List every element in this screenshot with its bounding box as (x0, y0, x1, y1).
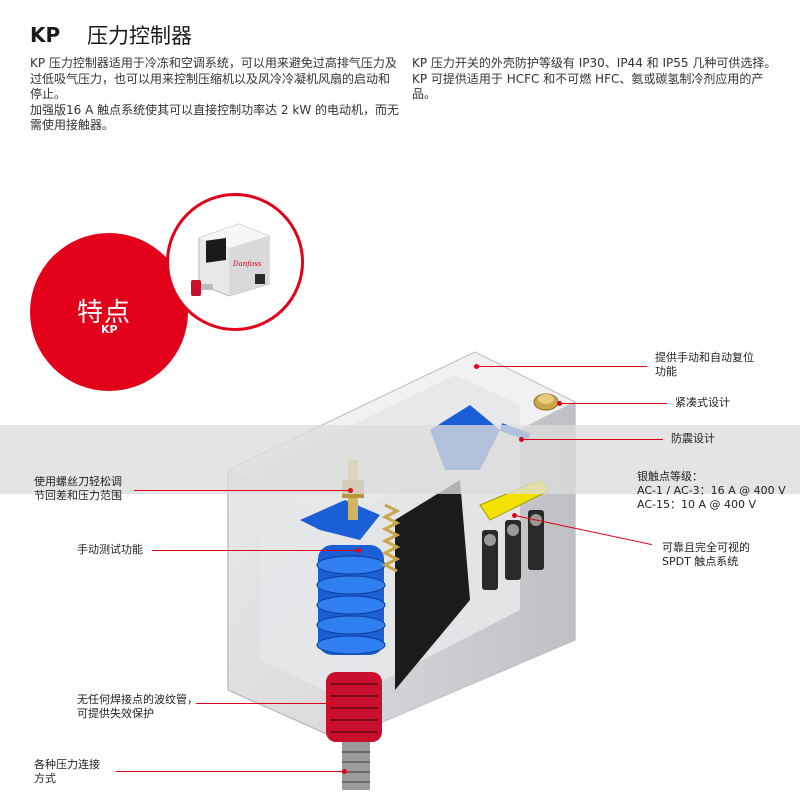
page-header: KP 压力控制器 (30, 18, 192, 52)
product-code: KP (30, 23, 61, 47)
leader-dot (348, 488, 353, 493)
leader-dot (342, 769, 347, 774)
callout-connection: 各种压力连接 方式 (34, 758, 100, 785)
brand-logo-text: Danfoss (232, 260, 262, 268)
feature-subtitle: KP (101, 323, 118, 336)
leader-line (477, 366, 647, 367)
page-title: 压力控制器 (87, 24, 192, 48)
callout-screw: 使用螺丝刀轻松调 节回差和压力范围 (34, 475, 122, 502)
leader-line (134, 490, 349, 491)
intro-paragraph: KP 压力开关的外壳防护等级有 IP30、IP44 和 IP55 几种可供选择。… (412, 56, 777, 101)
leader-line (116, 771, 344, 772)
leader-dot (557, 401, 562, 406)
intro-right-column: KP 压力开关的外壳防护等级有 IP30、IP44 和 IP55 几种可供选择。… (412, 56, 782, 103)
leader-line (196, 703, 330, 704)
feature-title: 特点 (77, 298, 132, 328)
callout-bellows: 无任何焊接点的波纹管， 可提供失效保护 (77, 693, 198, 720)
product-photo-frame: Danfoss (166, 193, 304, 331)
callout-manual-test: 手动测试功能 (77, 543, 143, 556)
leader-line (152, 550, 357, 551)
leader-dot (474, 364, 479, 369)
leader-dot (329, 701, 334, 706)
highlight-band (0, 425, 800, 494)
feature-badge (30, 233, 188, 391)
leader-line (560, 403, 667, 404)
leader-dot (512, 513, 517, 518)
intro-paragraph: KP 压力控制器适用于冷冻和空调系统，可以用来避免过高排气压力及过低吸气压力，也… (30, 56, 397, 101)
intro-paragraph: 加强版16 A 触点系统使其可以直接控制功率达 2 kW 的电动机，而无需使用接… (30, 102, 400, 133)
leader-dot (519, 437, 524, 442)
callout-spdt: 可靠且完全可视的 SPDT 触点系统 (662, 541, 750, 568)
callout-rating: 银触点等级： AC-1 / AC-3：16 A @ 400 V AC-15：10… (637, 470, 786, 511)
callout-vibration: 防震设计 (671, 432, 715, 445)
intro-left-column: KP 压力控制器适用于冷冻和空调系统，可以用来避免过高排气压力及过低吸气压力，也… (30, 56, 400, 134)
callout-compact: 紧凑式设计 (675, 396, 730, 409)
callout-reset: 提供手动和自动复位 功能 (655, 351, 754, 378)
leader-dot (356, 548, 361, 553)
leader-line (522, 439, 663, 440)
product-photo-image: Danfoss (191, 223, 270, 297)
